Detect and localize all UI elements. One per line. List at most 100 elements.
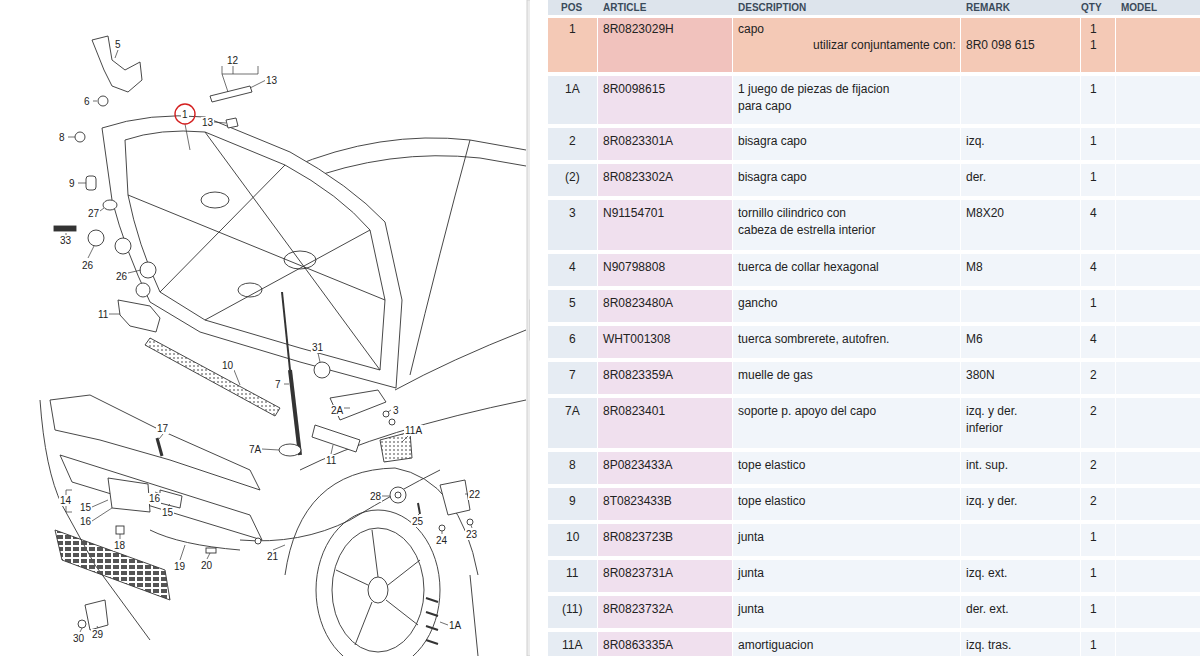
table-cell: tope elastico <box>738 493 805 510</box>
callout-number: 29 <box>91 629 104 640</box>
leader-lines <box>207 553 210 559</box>
table-cell: 1 <box>1090 21 1097 38</box>
table-cell: 2 <box>1090 457 1097 474</box>
table-cell: 9 <box>569 493 576 510</box>
gas-strut <box>282 292 290 370</box>
table-cell-bg <box>961 524 1080 556</box>
parts <box>206 548 216 553</box>
table-cell-bg <box>1081 76 1115 124</box>
gas-strut <box>282 292 300 455</box>
parts <box>108 478 150 512</box>
callout-number: 9 <box>68 178 76 189</box>
callout-number: 14 <box>59 495 72 506</box>
callout-number: 18 <box>113 540 126 551</box>
table-cell: 11A <box>562 637 582 654</box>
table-cell: 1 <box>1090 637 1097 654</box>
leader-lines <box>115 50 118 58</box>
leader-lines <box>100 208 104 211</box>
table-cell: soporte p. apoyo del capo <box>738 403 876 420</box>
parts <box>312 425 360 452</box>
callout-number: 24 <box>435 535 448 546</box>
table-cell: 6 <box>569 331 576 348</box>
table-cell: 8R0 098 615 <box>966 37 1035 54</box>
table-cell: 5 <box>569 295 576 312</box>
callout-number: 5 <box>114 39 122 50</box>
parts <box>380 432 412 462</box>
table-cell-bg <box>733 524 960 556</box>
callout-number: 26 <box>81 260 94 271</box>
table-cell: 10 <box>566 529 579 546</box>
leader-lines <box>318 353 320 362</box>
car-body <box>470 575 478 656</box>
car-body <box>316 510 440 656</box>
table-cell: utilizar conjuntamente con: <box>813 37 956 54</box>
leader-lines <box>66 50 472 632</box>
leader-lines <box>273 545 285 550</box>
table-header: REMARK <box>966 1 1010 15</box>
table-cell: muelle de gas <box>738 367 813 384</box>
table-cell-bg <box>1116 326 1200 358</box>
table-cell-bg <box>1081 164 1115 196</box>
parts <box>145 338 280 416</box>
callout-number: 17 <box>156 423 169 434</box>
table-cell: 1 <box>1090 133 1097 150</box>
callout-number: 25 <box>411 516 424 527</box>
table-cell: 7 <box>569 367 576 384</box>
table-cell: 11 <box>566 565 578 582</box>
car-body <box>300 400 526 470</box>
leader-lines <box>214 122 226 123</box>
table-cell: bisagra capo <box>738 133 807 150</box>
table-cell-bg <box>1081 488 1115 520</box>
leader-lines <box>185 124 190 150</box>
table-cell: 8T0823433B <box>603 493 672 510</box>
table-cell: gancho <box>738 295 777 312</box>
leader-lines <box>80 628 82 632</box>
parts <box>314 362 330 378</box>
table-cell: 4 <box>569 259 576 276</box>
parts <box>75 132 85 142</box>
table-cell: 8R0823731A <box>603 565 673 582</box>
table-cell-bg <box>1116 632 1200 656</box>
hood-illustration <box>0 0 530 656</box>
parts <box>103 200 117 210</box>
table-cell-bg <box>1116 128 1200 160</box>
callout-number: 16 <box>148 493 161 504</box>
table-header: POS <box>561 1 582 15</box>
car-body <box>395 330 526 390</box>
parts <box>140 262 156 278</box>
parts <box>418 503 420 514</box>
table-cell: 1 <box>569 21 576 38</box>
callout-number: 16 <box>79 516 92 527</box>
leader-lines <box>234 370 240 385</box>
table-cell: int. sup. <box>966 457 1008 474</box>
table-cell: M8X20 <box>966 205 1004 222</box>
table-cell-bg <box>1116 452 1200 484</box>
hood <box>128 132 385 370</box>
car-body <box>410 140 470 375</box>
table-cell: (2) <box>565 169 580 186</box>
table-cell: 2 <box>1090 367 1097 384</box>
table-cell: M8 <box>966 259 983 276</box>
table-cell-bg <box>1116 560 1200 592</box>
parts <box>440 480 470 515</box>
table-header: DESCRIPTION <box>738 1 806 15</box>
table-cell: 1 <box>1090 565 1097 582</box>
table-cell: izq. ext. <box>966 565 1007 582</box>
parts <box>395 492 401 498</box>
callout-number: 11 <box>325 455 337 466</box>
table-cell-bg <box>1116 524 1200 556</box>
parts <box>426 598 438 644</box>
highlight-circle <box>175 104 195 124</box>
table-cell-bg <box>1081 596 1115 628</box>
table-cell-bg <box>1116 76 1200 124</box>
table-header: QTY <box>1081 1 1102 15</box>
table-cell: tuerca de collar hexagonal <box>738 259 879 276</box>
table-cell: 8R0863335A <box>603 637 673 654</box>
parts <box>390 487 406 503</box>
table-cell: 1A <box>565 81 580 98</box>
table-cell-bg <box>1081 18 1115 72</box>
table-cell: 8 <box>569 457 576 474</box>
table-cell: 1 <box>1090 169 1097 186</box>
hood <box>284 251 316 269</box>
table-cell: M6 <box>966 331 983 348</box>
